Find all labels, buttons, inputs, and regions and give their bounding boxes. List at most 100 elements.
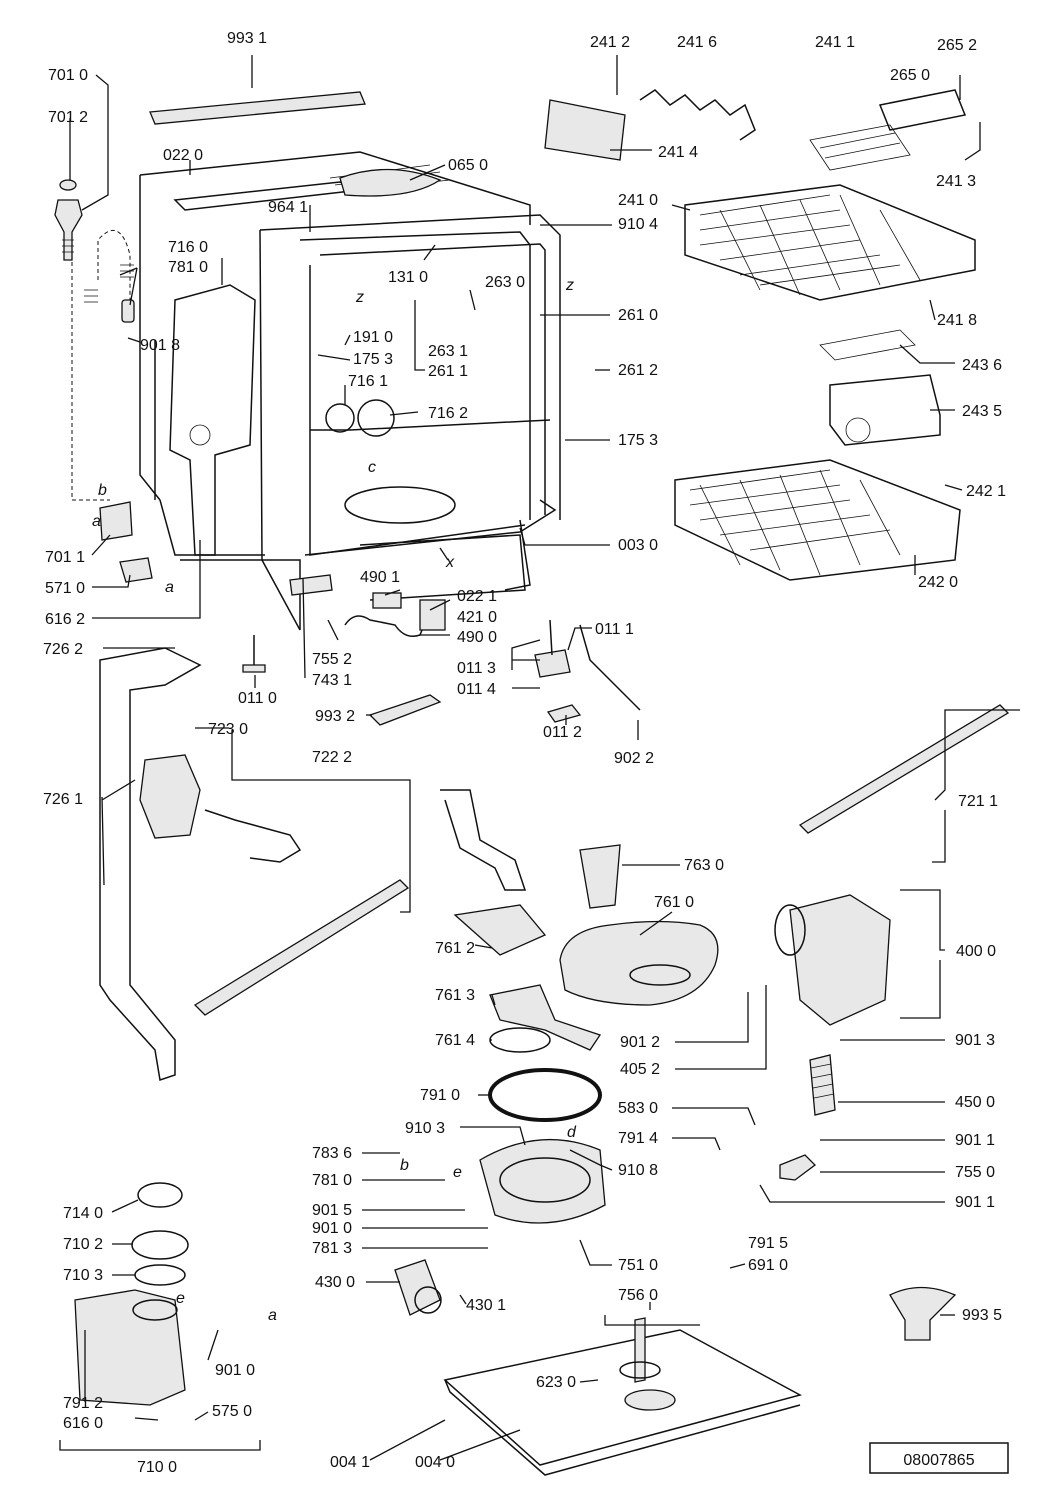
label-7261: 726 1 (43, 791, 83, 808)
tub-frame-part (139, 151, 561, 631)
label-9010b: 901 0 (215, 1362, 255, 1379)
drain-pump-part (394, 1259, 441, 1316)
label-9103: 910 3 (405, 1120, 445, 1137)
connector-letter-z: z (355, 289, 364, 306)
label-7162: 716 2 (428, 405, 468, 422)
label-7140: 714 0 (63, 1205, 103, 1222)
label-4000: 400 0 (956, 943, 996, 960)
label-7614: 761 4 (435, 1032, 475, 1049)
label-2412: 241 2 (590, 34, 630, 51)
label-5750: 575 0 (212, 1403, 252, 1420)
label-7612: 761 2 (435, 940, 475, 957)
label-7915: 791 5 (748, 1235, 788, 1252)
label-6162: 616 2 (45, 611, 85, 628)
cup-rack-part (809, 124, 911, 171)
connector-letter-b: b (98, 482, 107, 499)
connector-letter-c: c (368, 459, 376, 476)
door-seal-part (357, 399, 395, 437)
label-1753b: 175 3 (618, 432, 658, 449)
label-9104: 910 4 (618, 216, 658, 233)
label-7630: 763 0 (684, 857, 724, 874)
label-9932: 993 2 (315, 708, 355, 725)
label-1310: 131 0 (388, 269, 428, 286)
water-softener-part (74, 1182, 189, 1406)
label-7813: 781 3 (312, 1240, 352, 1257)
elbow-part (779, 1154, 816, 1181)
lower-basket-part (674, 459, 961, 581)
label-9011a: 901 1 (955, 1132, 995, 1149)
connector-letter-a: a (165, 579, 174, 596)
label-0030: 003 0 (618, 537, 658, 554)
label-9011b: 901 1 (955, 1194, 995, 1211)
label-7613: 761 3 (435, 987, 475, 1004)
wiring-part (344, 609, 431, 637)
label-2611: 261 1 (428, 363, 468, 380)
label-2411: 241 1 (815, 34, 855, 51)
label-7914: 791 4 (618, 1130, 658, 1147)
label-2612: 261 2 (618, 362, 658, 379)
label-0220: 022 0 (163, 147, 203, 164)
connector-letter-z: z (565, 277, 574, 294)
bracket-part (99, 501, 133, 541)
label-2630: 263 0 (485, 274, 525, 291)
drain-hose-part (809, 1054, 836, 1116)
upper-basket-part (684, 184, 976, 301)
label-7810b: 781 0 (312, 1172, 352, 1189)
supply-pipe-part (440, 789, 527, 891)
connector-letter-e: e (176, 1290, 185, 1307)
connector-letters: z z c x b a a b e d e a (92, 277, 577, 1324)
fine-filter-part (579, 844, 621, 909)
label-2421: 242 1 (966, 483, 1006, 500)
hose-clip-part (289, 574, 333, 596)
latch-part (544, 99, 626, 161)
label-0110: 011 0 (238, 690, 277, 707)
label-7102: 710 2 (63, 1236, 103, 1253)
label-6910: 691 0 (748, 1257, 788, 1274)
label-2413: 241 3 (936, 173, 976, 190)
label-0111: 011 1 (595, 621, 634, 638)
label-7160: 716 0 (168, 239, 208, 256)
label-7011: 701 1 (45, 549, 85, 566)
label-5710: 571 0 (45, 580, 85, 597)
reference-number: 08007865 (903, 1452, 974, 1469)
label-0112: 011 2 (543, 724, 582, 741)
label-7211: 721 1 (958, 793, 998, 810)
label-5830: 583 0 (618, 1100, 658, 1117)
wrench-part (368, 694, 442, 726)
label-0114: 011 4 (457, 681, 496, 698)
rail-part (878, 89, 967, 131)
label-7262: 726 2 (43, 641, 83, 658)
top-strip-part (149, 91, 366, 125)
sump-part (479, 1138, 606, 1224)
label-2410: 241 0 (618, 192, 658, 209)
filter-plate-part (559, 920, 719, 1006)
label-9931: 993 1 (227, 30, 267, 47)
label-4500: 450 0 (955, 1094, 995, 1111)
label-2650: 265 0 (890, 67, 930, 84)
label-9018: 901 8 (140, 337, 180, 354)
spray-arm-support-part (453, 904, 547, 956)
filter-housing-part (489, 984, 602, 1051)
label-2436: 243 6 (962, 357, 1002, 374)
label-7230: 723 0 (208, 721, 248, 738)
label-9012: 901 2 (620, 1034, 660, 1051)
label-1753a: 175 3 (353, 351, 393, 368)
label-6160: 616 0 (63, 1415, 103, 1432)
label-7910: 791 0 (420, 1087, 460, 1104)
label-9108: 910 8 (618, 1162, 658, 1179)
lower-spray-arm-part (193, 879, 410, 1016)
leader-lines (59, 55, 1020, 1461)
label-7810a: 781 0 (168, 259, 208, 276)
label-7510: 751 0 (618, 1257, 658, 1274)
sump-seal-part (488, 1068, 602, 1122)
inlet-valve-part (54, 179, 83, 261)
label-2416: 241 6 (677, 34, 717, 51)
label-7552: 755 2 (312, 651, 352, 668)
label-7912: 791 2 (63, 1395, 103, 1412)
label-9022: 902 2 (614, 750, 654, 767)
adjustable-foot-part (534, 649, 571, 678)
label-7560: 756 0 (618, 1287, 658, 1304)
label-7103: 710 3 (63, 1267, 103, 1284)
label-9010a: 901 0 (312, 1220, 352, 1237)
